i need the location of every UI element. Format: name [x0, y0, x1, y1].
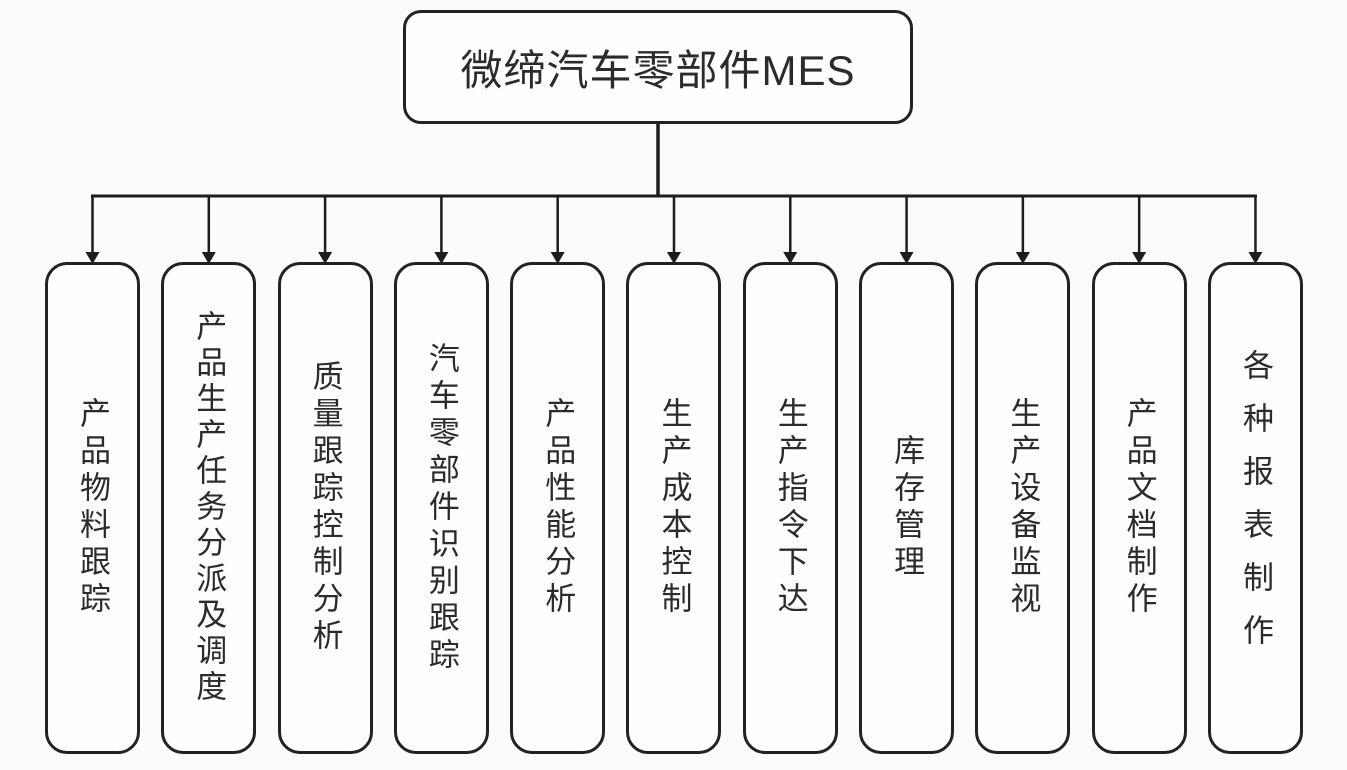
node-label: 产品生产任务分派及调度 — [191, 310, 227, 706]
node-label: 各种报表制作 — [1237, 349, 1273, 667]
node-label: 产品文档制作 — [1121, 397, 1157, 619]
node-label: 生产成本控制 — [656, 397, 692, 619]
node-auto-parts-identification-tracking: 汽车零部件识别跟踪 — [393, 262, 489, 754]
node-product-document-creation: 产品文档制作 — [1091, 262, 1187, 754]
node-label: 库存管理 — [889, 434, 925, 582]
node-label: 产品性能分析 — [540, 397, 576, 619]
node-label: 生产指令下达 — [772, 397, 808, 619]
node-quality-tracking-control-analysis: 质量跟踪控制分析 — [277, 262, 373, 754]
node-label: 产品物料跟踪 — [75, 397, 110, 619]
node-production-equipment-monitoring: 生产设备监视 — [975, 262, 1071, 754]
node-product-performance-analysis: 产品性能分析 — [510, 262, 606, 754]
node-root-mes: 微缔汽车零部件MES — [403, 10, 913, 124]
node-label: 质量跟踪控制分析 — [307, 360, 343, 656]
node-inventory-management: 库存管理 — [859, 262, 955, 754]
node-various-reports-creation: 各种报表制作 — [1207, 262, 1303, 754]
node-product-material-tracking: 产品物料跟踪 — [45, 262, 140, 754]
node-production-cost-control: 生产成本控制 — [626, 262, 722, 754]
children-row: 产品物料跟踪 产品生产任务分派及调度 质量跟踪控制分析 汽车零部件识别跟踪 产品… — [45, 262, 1303, 754]
node-production-order-issuing: 生产指令下达 — [742, 262, 838, 754]
root-node-label: 微缔汽车零部件MES — [460, 46, 856, 94]
node-label: 汽车零部件识别跟踪 — [423, 341, 459, 675]
node-label: 生产设备监视 — [1005, 397, 1041, 619]
node-production-task-dispatch-scheduling: 产品生产任务分派及调度 — [161, 262, 257, 754]
